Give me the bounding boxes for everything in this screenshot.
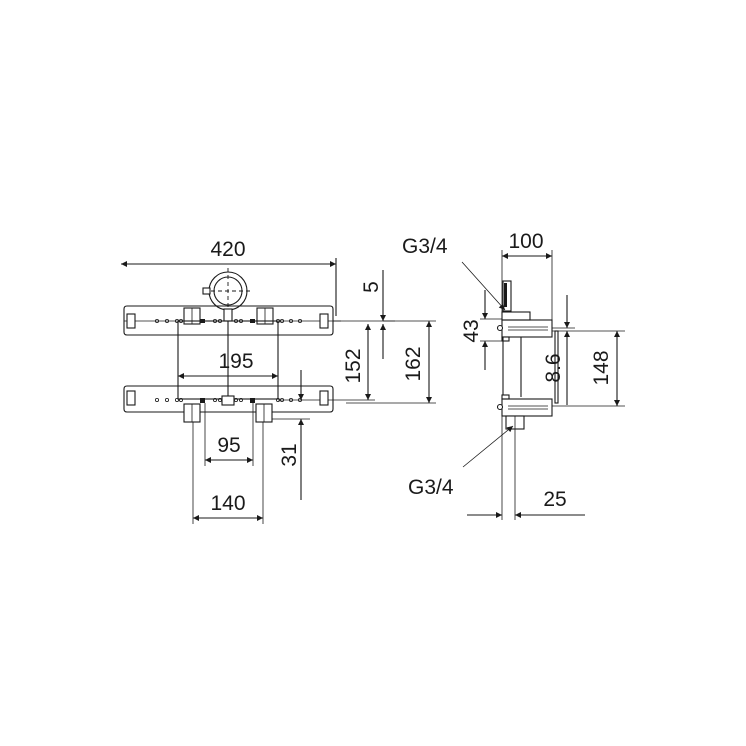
dim-rail-thickness: 8.6: [542, 353, 565, 382]
dim-plate-height: 148: [590, 350, 613, 385]
front-view: 420 195 95 140 31 5 152 162: [121, 238, 436, 524]
side-view: 100 G3/4 43 8.6 148 G3/4 25: [402, 230, 625, 520]
label-thread-top: G3/4: [402, 235, 448, 258]
label-thread-bottom: G3/4: [408, 476, 454, 499]
dim-outlet-outer: 140: [210, 492, 245, 515]
bottom-rail: [123, 385, 346, 423]
dim-inlet-offset: 43: [460, 319, 483, 342]
dim-rail-spacing: 152: [342, 348, 365, 383]
dim-overall-height: 162: [402, 346, 425, 381]
dim-overall-width: 420: [210, 238, 245, 261]
dim-outlet-depth: 31: [278, 443, 301, 466]
dim-top-offset: 5: [360, 281, 383, 293]
dim-outlet-spacing: 95: [217, 434, 240, 457]
dim-outlet-depth-side: 25: [543, 488, 566, 511]
pipe-clamp: [202, 268, 252, 322]
dim-depth: 100: [508, 230, 543, 253]
dim-body-width: 195: [218, 350, 253, 373]
